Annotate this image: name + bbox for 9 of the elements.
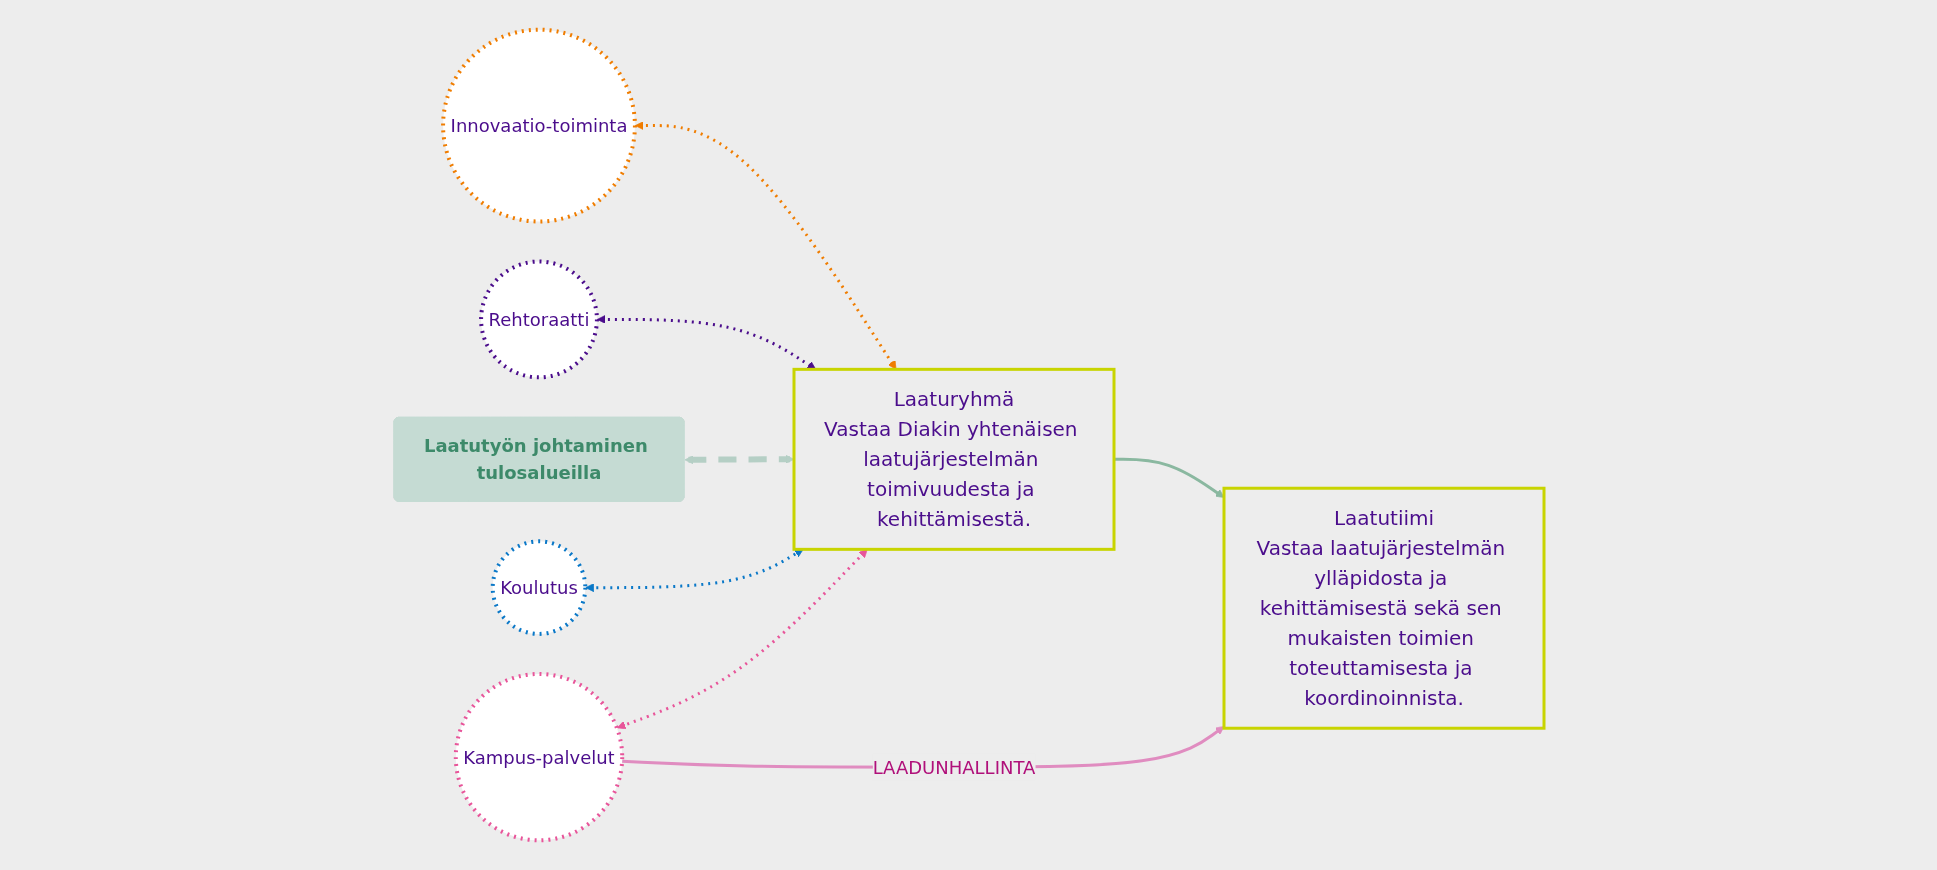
node-box: Laatutiimi Vastaa laatujärjestelmän ylläpidosta ja kehittämisestä sekä sen mukaisten toimien toteuttamisesta ja koordinoinnista.: [1222, 486, 1545, 730]
arrow: [684, 454, 794, 465]
edge-label: LAADUNHALLINTA: [872, 756, 1035, 778]
node-circle: Kampus-palvelut: [453, 671, 624, 843]
node-circle: Koulutus: [490, 539, 587, 636]
node-circle: Rehtoraatti: [478, 259, 599, 380]
node-circle: Innovaatio-toiminta: [440, 27, 637, 224]
node-box: Laaturyhmä Vastaa Diakin yhtenäisen laatujärjestelmän toimivuudesta ja kehittämisestä.: [792, 367, 1115, 551]
arrow: [1113, 457, 1224, 498]
